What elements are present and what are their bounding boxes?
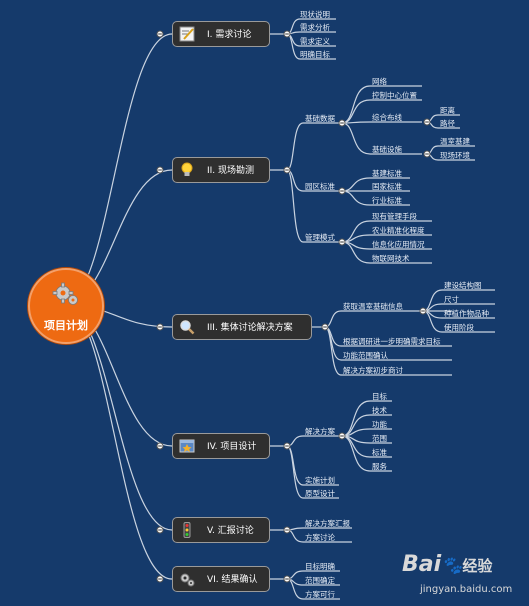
node-label: VI. 结果确认	[207, 575, 258, 585]
node-report-discussion[interactable]: V. 汇报讨论	[172, 517, 270, 543]
gear-icon	[52, 282, 78, 305]
connector-line	[341, 241, 432, 264]
node-site-survey[interactable]: II. 现场勘测	[172, 157, 270, 183]
leaf-text: 国家标准	[372, 182, 402, 191]
node-label: V. 汇报讨论	[207, 526, 254, 536]
node-result-confirmation[interactable]: VI. 结果确认	[172, 566, 270, 592]
leaf-text: 控制中心位置	[372, 91, 417, 100]
connector-line	[341, 121, 422, 124]
connector-line	[286, 31, 336, 35]
node-project-design[interactable]: IV. 项目设计	[172, 433, 270, 459]
leaf-text: 现有管理手段	[372, 212, 417, 221]
gear-icon	[180, 573, 195, 587]
leaf-text: 行业标准	[372, 196, 402, 205]
group-text: 基础数据	[305, 114, 335, 123]
node-group-discussion[interactable]: III. 集体讨论解决方案	[172, 314, 312, 340]
leaf-text: 物联网技术	[372, 254, 410, 263]
leaf-text: 建设结构图	[444, 281, 482, 290]
leaf-text: 范围确定	[305, 576, 335, 585]
leaf-text: 技术	[372, 406, 387, 415]
connector-line	[341, 435, 392, 472]
leaf-text: 目标明确	[305, 562, 335, 571]
group-text: 原型设计	[305, 489, 335, 498]
leaf-text: 方案讨论	[305, 533, 335, 542]
group-text: 实施计划	[305, 476, 335, 485]
leaf-text: 明确目标	[300, 50, 330, 59]
leaf-text: 解决方案汇报	[305, 519, 350, 528]
connector-line	[286, 169, 339, 243]
leaf-text: 功能	[372, 420, 387, 429]
connector-line	[422, 289, 495, 312]
leaf-text: 基建标准	[372, 169, 402, 178]
leaf-text: 需求定义	[300, 37, 330, 46]
node-label: IV. 项目设计	[207, 442, 257, 452]
node-label: III. 集体讨论解决方案	[207, 323, 293, 333]
design-icon	[179, 439, 195, 453]
leaf-text: 范围	[372, 434, 387, 443]
group-text: 获取温室基础信息	[343, 302, 403, 311]
leaf-text: 标准	[372, 448, 387, 457]
group-text: 根据调研进一步明确需求目标	[343, 337, 441, 346]
node-label: I. 需求讨论	[207, 30, 252, 40]
leaf-text: 路径	[440, 119, 455, 128]
leaf-text: 种植作物品种	[444, 309, 489, 318]
connector-line	[341, 122, 422, 155]
leaf-text: 尺寸	[444, 295, 459, 304]
root-node[interactable]: 项目计划	[28, 268, 104, 344]
group-text: 解决方案初步商讨	[343, 366, 403, 375]
leaf-text: 现场环境	[440, 151, 470, 160]
connector-line	[286, 435, 339, 447]
leaf-text: 网络	[372, 77, 387, 86]
root-label: 项目计划	[44, 319, 88, 332]
node-label: II. 现场勘测	[207, 166, 255, 176]
watermark-url: jingyan.baidu.com	[420, 584, 513, 595]
lightbulb-icon	[181, 162, 193, 176]
group-text: 功能范围确认	[343, 351, 388, 360]
connector-line	[341, 99, 422, 124]
group-text: 园区标准	[305, 182, 335, 191]
leaf-text: 温室基建	[440, 137, 470, 146]
leaf-text: 需求分析	[300, 23, 330, 32]
watermark-logo: Bai🐾经验	[402, 552, 493, 577]
group-text: 管理模式	[305, 233, 335, 242]
leaf-text: 信息化应用情况	[372, 240, 425, 249]
node-requirements[interactable]: I. 需求讨论	[172, 21, 270, 47]
paw-icon: 🐾	[441, 556, 463, 576]
group-text: 解决方案	[305, 427, 335, 436]
leaf-text: 农业精准化程度	[372, 226, 425, 235]
root-connector	[63, 33, 173, 305]
connector-line	[286, 527, 352, 531]
magnifier-icon	[180, 320, 195, 335]
leaf-text: 方案可行	[305, 590, 335, 599]
leaf-text: 距离	[440, 106, 455, 115]
leaf-text: 使用阶段	[444, 323, 474, 332]
connector-line	[341, 190, 410, 206]
connector-line	[286, 122, 339, 171]
traffic-light-icon	[183, 522, 191, 538]
leaf-text: 目标	[372, 392, 387, 401]
leaf-text: 基础设施	[372, 145, 402, 154]
notepad-icon	[179, 26, 195, 42]
leaf-text: 现状说明	[300, 10, 330, 19]
leaf-text: 综合布线	[372, 113, 402, 122]
leaf-text: 服务	[372, 462, 387, 471]
